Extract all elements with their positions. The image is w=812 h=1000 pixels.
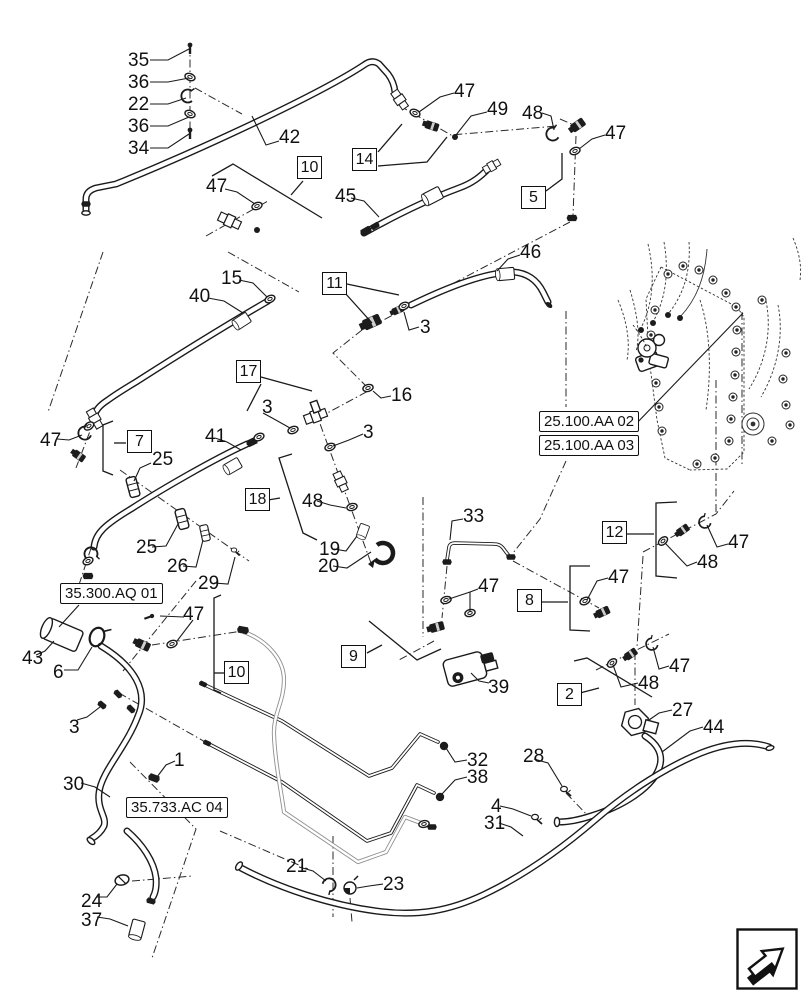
ref-link-25-100-AA-02[interactable]: 25.100.AA 02 <box>539 411 640 432</box>
callout-47-g: 47 <box>608 567 630 588</box>
callout-27: 27 <box>672 700 694 721</box>
leader-lines <box>35 48 729 927</box>
callout-47-d: 47 <box>40 430 62 451</box>
hose-44 <box>553 732 665 828</box>
badge-7: 7 <box>127 430 152 453</box>
badge-8: 8 <box>517 589 542 612</box>
badge-17: 17 <box>236 360 261 383</box>
callout-36-b: 36 <box>128 116 150 137</box>
tube-32 <box>198 680 449 778</box>
callout-25-a: 25 <box>152 449 174 470</box>
callout-33: 33 <box>463 506 485 527</box>
badge-11: 11 <box>322 272 347 295</box>
callout-47-c: 47 <box>206 176 228 197</box>
ref-link-35-733-AC-04[interactable]: 35.733.AC 04 <box>126 797 228 818</box>
callout-30: 30 <box>63 774 85 795</box>
callout-19: 19 <box>319 539 341 560</box>
callout-36-a: 36 <box>128 72 150 93</box>
callout-48-b: 48 <box>302 491 324 512</box>
badge-12: 12 <box>602 521 627 544</box>
badge-10-a: 10 <box>297 156 322 179</box>
callout-35: 35 <box>128 50 150 71</box>
callout-37: 37 <box>81 910 103 931</box>
badge-18: 18 <box>245 488 270 511</box>
clamp-20 <box>368 540 396 568</box>
callout-31: 31 <box>484 813 506 834</box>
callout-40: 40 <box>189 286 211 307</box>
pump-cluster <box>632 324 670 373</box>
callout-47-h: 47 <box>669 656 691 677</box>
callout-21: 21 <box>286 856 308 877</box>
callout-24: 24 <box>81 891 103 912</box>
ref-link-25-100-AA-03[interactable]: 25.100.AA 03 <box>539 435 640 456</box>
badge-10-b: 10 <box>224 661 249 684</box>
callout-48-a: 48 <box>522 103 544 124</box>
hose-30 <box>86 642 160 901</box>
callout-47-i: 47 <box>183 604 205 625</box>
callout-3-c: 3 <box>363 422 374 443</box>
callout-3-d: 3 <box>69 717 80 738</box>
callout-47-b: 47 <box>605 123 627 144</box>
callout-48-c: 48 <box>697 552 719 573</box>
ref-link-35-300-AQ-01[interactable]: 35.300.AQ 01 <box>60 583 163 604</box>
hose-31 <box>234 739 775 917</box>
callout-26: 26 <box>167 556 189 577</box>
callout-29: 29 <box>198 573 220 594</box>
callout-3-a: 3 <box>420 317 431 338</box>
callout-23: 23 <box>383 874 405 895</box>
callout-16: 16 <box>391 385 413 406</box>
hose-45 <box>360 165 492 237</box>
callout-3-b: 3 <box>262 397 273 418</box>
callout-47-a: 47 <box>454 81 476 102</box>
callout-15: 15 <box>221 268 243 289</box>
callout-41: 41 <box>205 426 227 447</box>
clamp-6 <box>88 626 112 648</box>
callout-28: 28 <box>523 746 545 767</box>
centerlines <box>47 44 743 959</box>
callout-44: 44 <box>703 717 725 738</box>
hose-40 <box>91 297 272 418</box>
callout-32: 32 <box>467 750 489 771</box>
clamp-23 <box>343 875 359 895</box>
callout-47-e: 47 <box>478 576 500 597</box>
tube-38 <box>202 739 445 843</box>
callout-39: 39 <box>488 677 510 698</box>
callout-48-d: 48 <box>638 673 660 694</box>
callout-45: 45 <box>335 186 357 207</box>
callout-22: 22 <box>128 94 150 115</box>
hose-41 <box>90 440 251 551</box>
callout-brackets <box>102 123 678 698</box>
callout-49: 49 <box>487 99 509 120</box>
badge-14: 14 <box>352 148 377 171</box>
machine-illustration <box>617 237 802 471</box>
hose-42 <box>81 58 399 216</box>
fitting-27 <box>620 707 660 737</box>
callout-47-f: 47 <box>728 532 750 553</box>
callout-34: 34 <box>128 138 150 159</box>
callout-42: 42 <box>279 127 301 148</box>
callout-25-b: 25 <box>136 537 158 558</box>
tube-33 <box>442 541 516 565</box>
callout-6: 6 <box>53 662 64 683</box>
badge-2: 2 <box>557 683 582 706</box>
clamp-24 <box>114 874 130 886</box>
callout-1: 1 <box>174 750 185 771</box>
callout-46: 46 <box>520 242 542 263</box>
callout-4: 4 <box>491 796 502 817</box>
badge-9: 9 <box>341 645 366 668</box>
nav-arrow-icon[interactable] <box>736 928 798 990</box>
callout-43: 43 <box>22 648 44 669</box>
callout-20: 20 <box>318 556 340 577</box>
badge-5: 5 <box>521 186 546 209</box>
tube-group10 <box>236 625 437 865</box>
hose-46 <box>407 268 553 309</box>
cylinder-43 <box>39 616 84 652</box>
callout-38: 38 <box>467 767 489 788</box>
